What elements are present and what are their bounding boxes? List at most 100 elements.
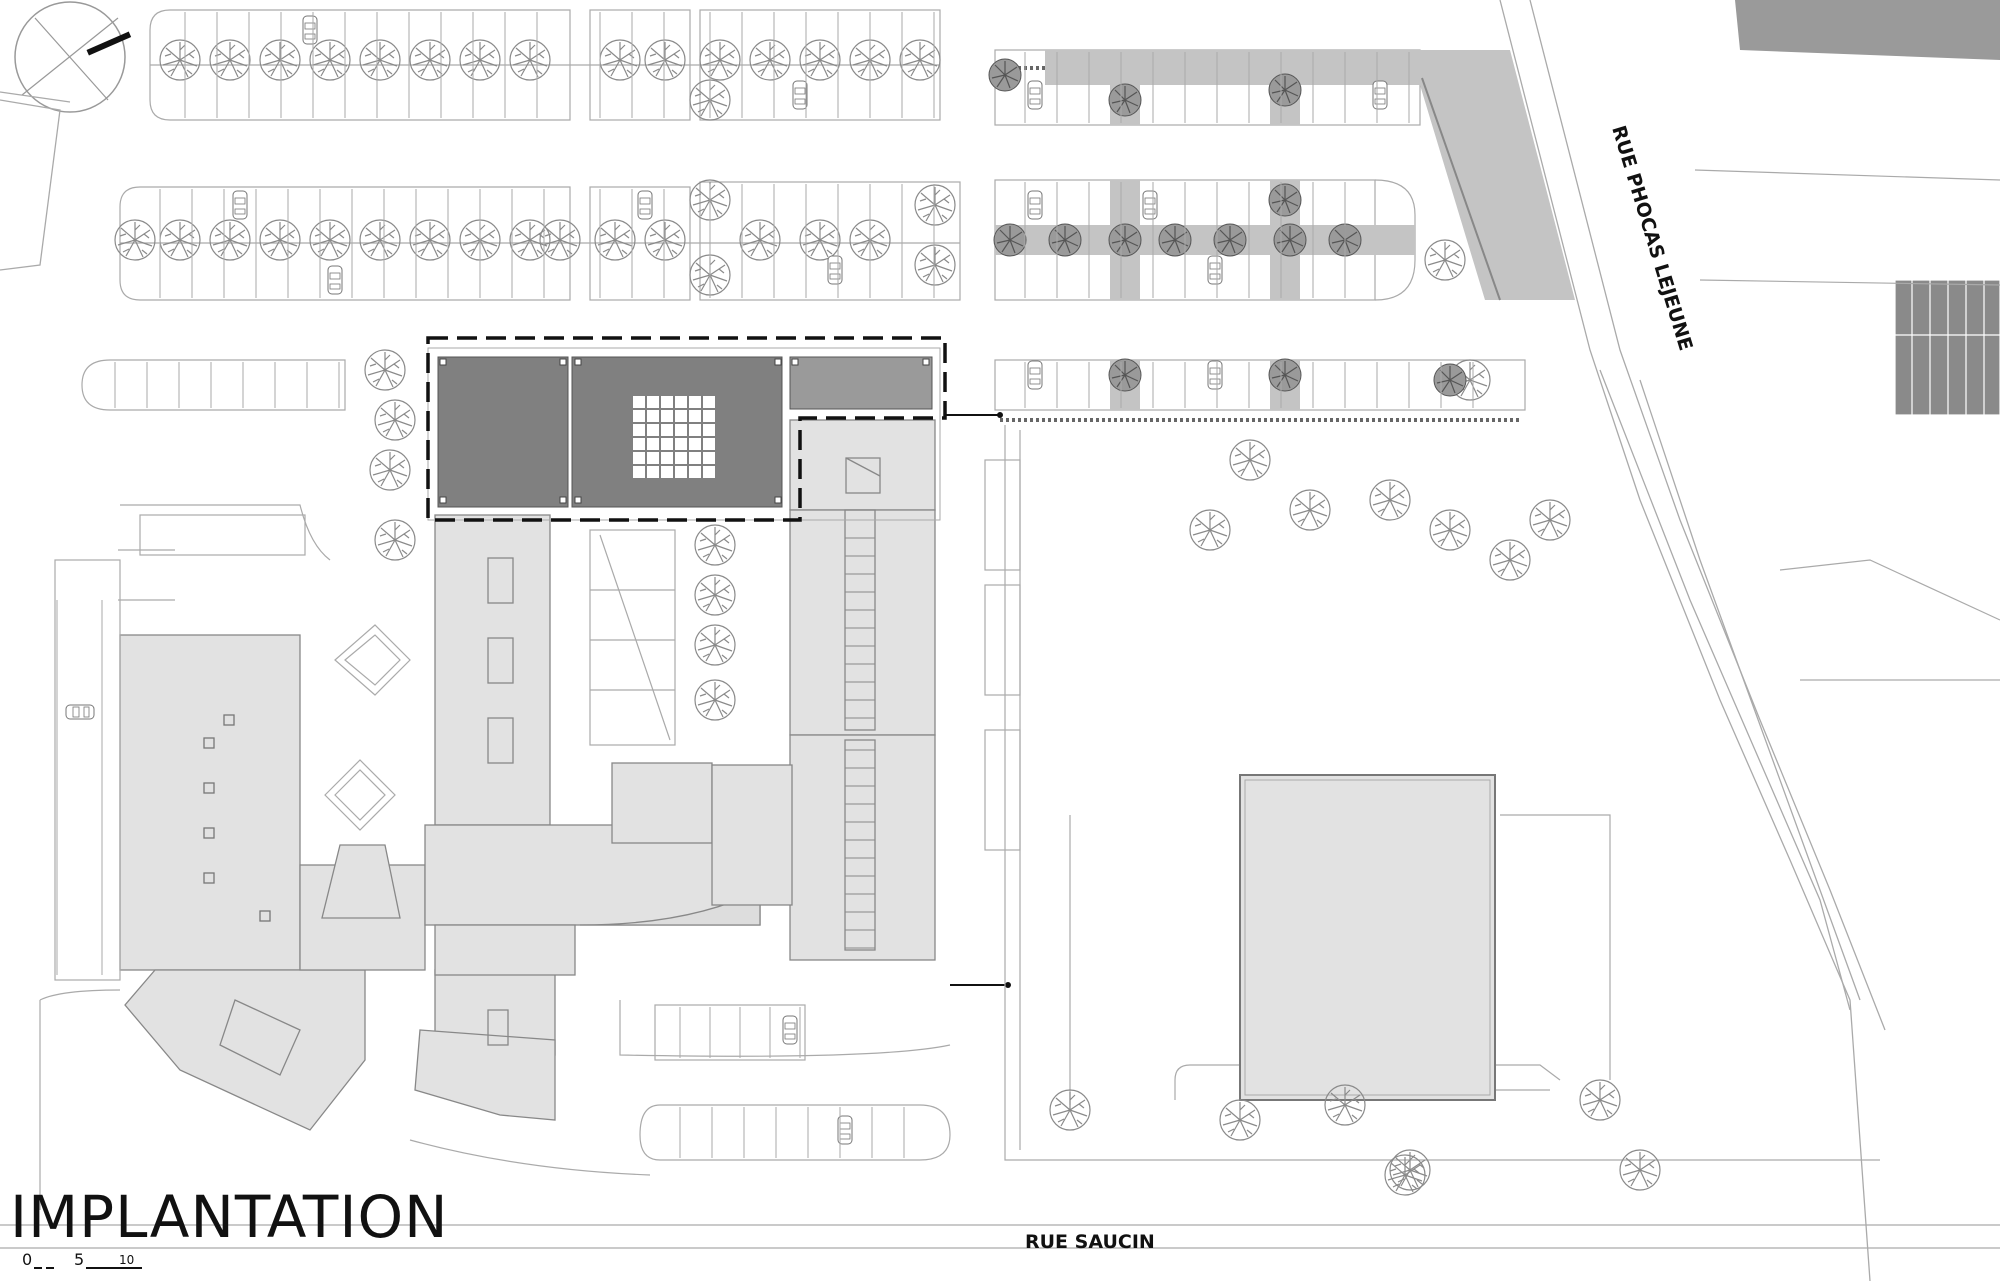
- tree-icon: [374, 399, 416, 441]
- skylight-cell: [631, 464, 647, 480]
- tree-icon: [1433, 363, 1467, 397]
- tree-icon: [359, 219, 401, 261]
- skylight-cell: [673, 394, 689, 410]
- car-icon: [637, 190, 653, 220]
- tree-icon: [1048, 223, 1082, 257]
- north-arrow-icon: [14, 1, 132, 113]
- skylight-cell: [701, 436, 717, 452]
- skylight-cell: [645, 450, 661, 466]
- car-icon: [827, 255, 843, 285]
- skylight-cell: [659, 422, 675, 438]
- tree-icon: [309, 219, 351, 261]
- skylight-cell: [701, 422, 717, 438]
- tree-icon: [309, 39, 351, 81]
- tree-icon: [694, 679, 736, 721]
- skylight-cell: [645, 464, 661, 480]
- tree-icon: [374, 519, 416, 561]
- parking-stalls-layer: [56, 12, 1474, 1158]
- tree-icon: [993, 223, 1027, 257]
- scale-tick-0: 0: [22, 1250, 33, 1269]
- skylight-cell: [659, 464, 675, 480]
- tree-icon: [1229, 439, 1271, 481]
- skylight-cell: [687, 408, 703, 424]
- skylight-cell: [687, 464, 703, 480]
- plan-title: IMPLANTATION: [10, 1183, 449, 1251]
- car-icon: [327, 265, 343, 295]
- car-icon: [1027, 360, 1043, 390]
- tree-icon: [599, 39, 641, 81]
- skylight-cell: [673, 464, 689, 480]
- skylight-cell: [673, 408, 689, 424]
- tree-icon: [509, 39, 551, 81]
- tree-icon: [1158, 223, 1192, 257]
- tree-icon: [594, 219, 636, 261]
- skylight-cell: [659, 436, 675, 452]
- car-icon: [1142, 190, 1158, 220]
- tree-icon: [1289, 489, 1331, 531]
- tree-icon: [1424, 239, 1466, 281]
- east-parking-lot: [1045, 50, 1575, 300]
- car-icon: [1027, 80, 1043, 110]
- scale-bar: 0 5 10: [22, 1250, 152, 1270]
- skylight-cell: [645, 394, 661, 410]
- tree-icon: [409, 39, 451, 81]
- car-icon: [302, 15, 318, 45]
- tree-icon: [159, 39, 201, 81]
- skylight-cell: [673, 450, 689, 466]
- tree-icon: [1579, 1079, 1621, 1121]
- tree-icon: [699, 39, 741, 81]
- tree-icon: [159, 219, 201, 261]
- courtyard: [54, 504, 676, 981]
- tree-icon: [1268, 73, 1302, 107]
- tree-icon: [1369, 479, 1411, 521]
- tree-icon: [1324, 1084, 1366, 1126]
- parking-row-3: [81, 359, 346, 411]
- skylight-cell: [701, 450, 717, 466]
- tree-icon: [1108, 83, 1142, 117]
- east-hall: [1239, 774, 1496, 1101]
- tree-icon: [369, 449, 411, 491]
- northeast-building: [1735, 0, 2000, 60]
- car-icon: [792, 80, 808, 110]
- tree-icon: [914, 244, 956, 286]
- tree-icon: [749, 39, 791, 81]
- tree-icon: [209, 219, 251, 261]
- tree-icon: [914, 184, 956, 226]
- skylight-cell: [659, 408, 675, 424]
- skylight-cell: [701, 394, 717, 410]
- car-icon: [1372, 80, 1388, 110]
- east-small-building: [1894, 279, 2000, 416]
- main-complex: [119, 419, 936, 1131]
- tree-icon: [1108, 223, 1142, 257]
- tree-icon: [539, 219, 581, 261]
- tree-icon: [1429, 509, 1471, 551]
- tree-icon: [359, 39, 401, 81]
- south-parking: [39, 989, 951, 1210]
- skylight-cell: [645, 408, 661, 424]
- scale-tick-10: 10: [119, 1253, 135, 1267]
- tree-icon: [209, 39, 251, 81]
- car-icon: [782, 1015, 798, 1045]
- tree-icon: [1049, 1089, 1091, 1131]
- tree-icon: [694, 524, 736, 566]
- car-icon: [65, 704, 95, 720]
- tree-icon: [644, 39, 686, 81]
- tree-icon: [1189, 509, 1231, 551]
- east-wing-slats: [845, 519, 875, 949]
- tree-icon: [1213, 223, 1247, 257]
- skylight-cell: [645, 436, 661, 452]
- car-icon: [232, 190, 248, 220]
- skylight-cell: [673, 422, 689, 438]
- tree-icon: [1268, 358, 1302, 392]
- skylight-cell: [631, 408, 647, 424]
- skylight-cell: [631, 436, 647, 452]
- east-road: [1499, 0, 1886, 1281]
- scale-tick-5: 5: [74, 1250, 85, 1269]
- skylight-cell: [687, 394, 703, 410]
- tree-icon: [1529, 499, 1571, 541]
- west-wing-skylights: [203, 714, 271, 922]
- skylight-cell: [631, 422, 647, 438]
- skylight-cell: [645, 422, 661, 438]
- skylight-cell: [659, 394, 675, 410]
